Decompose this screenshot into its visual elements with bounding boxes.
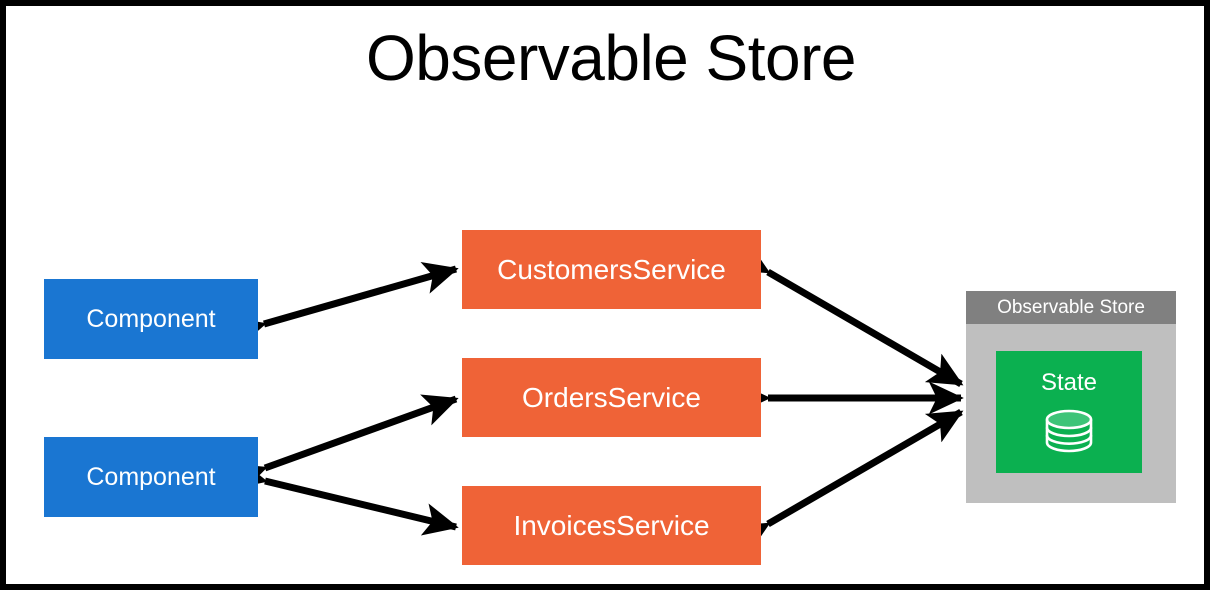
- arrow-invoices-service-store: [731, 408, 964, 555]
- arrow-customers-service-store: [731, 241, 964, 388]
- customers-service[interactable]: CustomersService: [462, 230, 761, 309]
- arrow-component-bottom-invoices-service: [229, 457, 459, 536]
- orders-service-label: OrdersService: [522, 381, 701, 413]
- component-top-label: Component: [86, 304, 216, 333]
- component-bottom-label: Component: [86, 462, 216, 491]
- component-top[interactable]: Component: [44, 279, 258, 359]
- invoices-service-label: InvoicesService: [513, 509, 710, 541]
- page-title: Observable Store: [365, 22, 857, 94]
- orders-service[interactable]: OrdersService: [462, 358, 761, 437]
- customers-service-label: CustomersService: [497, 253, 726, 285]
- observable-store-panel[interactable]: Observable Store State: [966, 291, 1176, 503]
- database-icon: [1040, 409, 1098, 458]
- state-box[interactable]: State: [996, 351, 1142, 473]
- invoices-service[interactable]: InvoicesService: [462, 486, 761, 565]
- observable-store-header-label: Observable Store: [997, 296, 1145, 318]
- arrow-component-bottom-orders-service: [229, 394, 459, 495]
- state-label: State: [1040, 369, 1098, 396]
- observable-store-header: Observable Store: [966, 291, 1176, 324]
- connection-arrows-layer: [228, 241, 964, 555]
- arrow-component-top-customers-service: [228, 262, 459, 349]
- component-bottom[interactable]: Component: [44, 437, 258, 517]
